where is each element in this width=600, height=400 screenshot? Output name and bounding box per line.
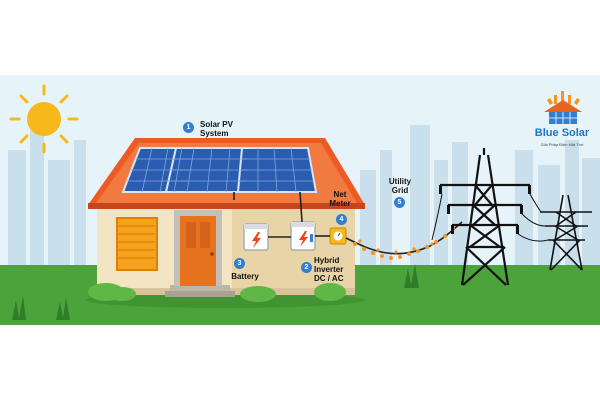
- blue-solar-logo-icon: [544, 91, 582, 124]
- utility-grid-number-badge: 5: [394, 197, 405, 208]
- bushes: [88, 283, 346, 302]
- net-meter-label-line1: Net: [333, 190, 347, 199]
- door-knob: [210, 252, 214, 256]
- transmission-tower-large: [440, 148, 530, 286]
- solar-pv-label-line2: System: [200, 129, 229, 138]
- solar-pv-label-line1: Solar PV: [200, 120, 233, 129]
- solar-pv-label: Solar PV System: [200, 120, 233, 138]
- net-meter-number-badge: 4: [336, 214, 347, 225]
- door-panel-b: [200, 222, 210, 248]
- hybrid-inverter-label-line1: Hybrid: [314, 256, 340, 265]
- energy-flow-dots: [353, 227, 455, 260]
- inverter-unit: [290, 221, 316, 251]
- transmission-tower-small: [540, 194, 592, 271]
- house-shadow: [85, 292, 365, 308]
- battery-label: Battery: [231, 272, 259, 281]
- brand-logo: Blue Solar Giải Pháp Điện Mặt Trời: [527, 78, 597, 160]
- power-cables: [431, 193, 549, 242]
- solar-pv-number-badge: 1: [183, 122, 194, 133]
- hybrid-inverter-label: Hybrid Inverter DC / AC: [314, 256, 343, 283]
- utility-grid-label: Utility Grid: [380, 177, 420, 195]
- hybrid-inverter-number-badge: 2: [301, 262, 312, 273]
- sun-icon: [9, 84, 79, 154]
- battery-unit: [243, 223, 269, 251]
- solar-panels: [121, 147, 318, 193]
- house-door: [180, 216, 216, 286]
- utility-grid-label-line2: Grid: [391, 186, 409, 195]
- house-window: [116, 217, 158, 271]
- hybrid-inverter-label-line2: Inverter: [314, 265, 344, 274]
- battery-number-badge: 3: [234, 258, 245, 269]
- tower-insulators: [439, 185, 531, 234]
- door-step-lower: [165, 291, 235, 297]
- brand-name: Blue Solar: [534, 127, 590, 139]
- net-meter-label-line2: Meter: [329, 199, 351, 208]
- window-slats: [119, 225, 155, 259]
- house-wiring: [233, 191, 330, 238]
- door-step: [170, 285, 230, 291]
- door-panel-a: [186, 222, 196, 248]
- net-meter-unit: [329, 227, 347, 245]
- city-skyline: [8, 125, 600, 265]
- roof-eave: [88, 203, 365, 209]
- brand-tagline: Giải Pháp Điện Mặt Trời: [540, 142, 584, 147]
- utility-grid-label-line1: Utility: [388, 177, 412, 186]
- hybrid-inverter-label-line3: DC / AC: [314, 274, 344, 283]
- net-meter-label: Net Meter: [320, 190, 360, 208]
